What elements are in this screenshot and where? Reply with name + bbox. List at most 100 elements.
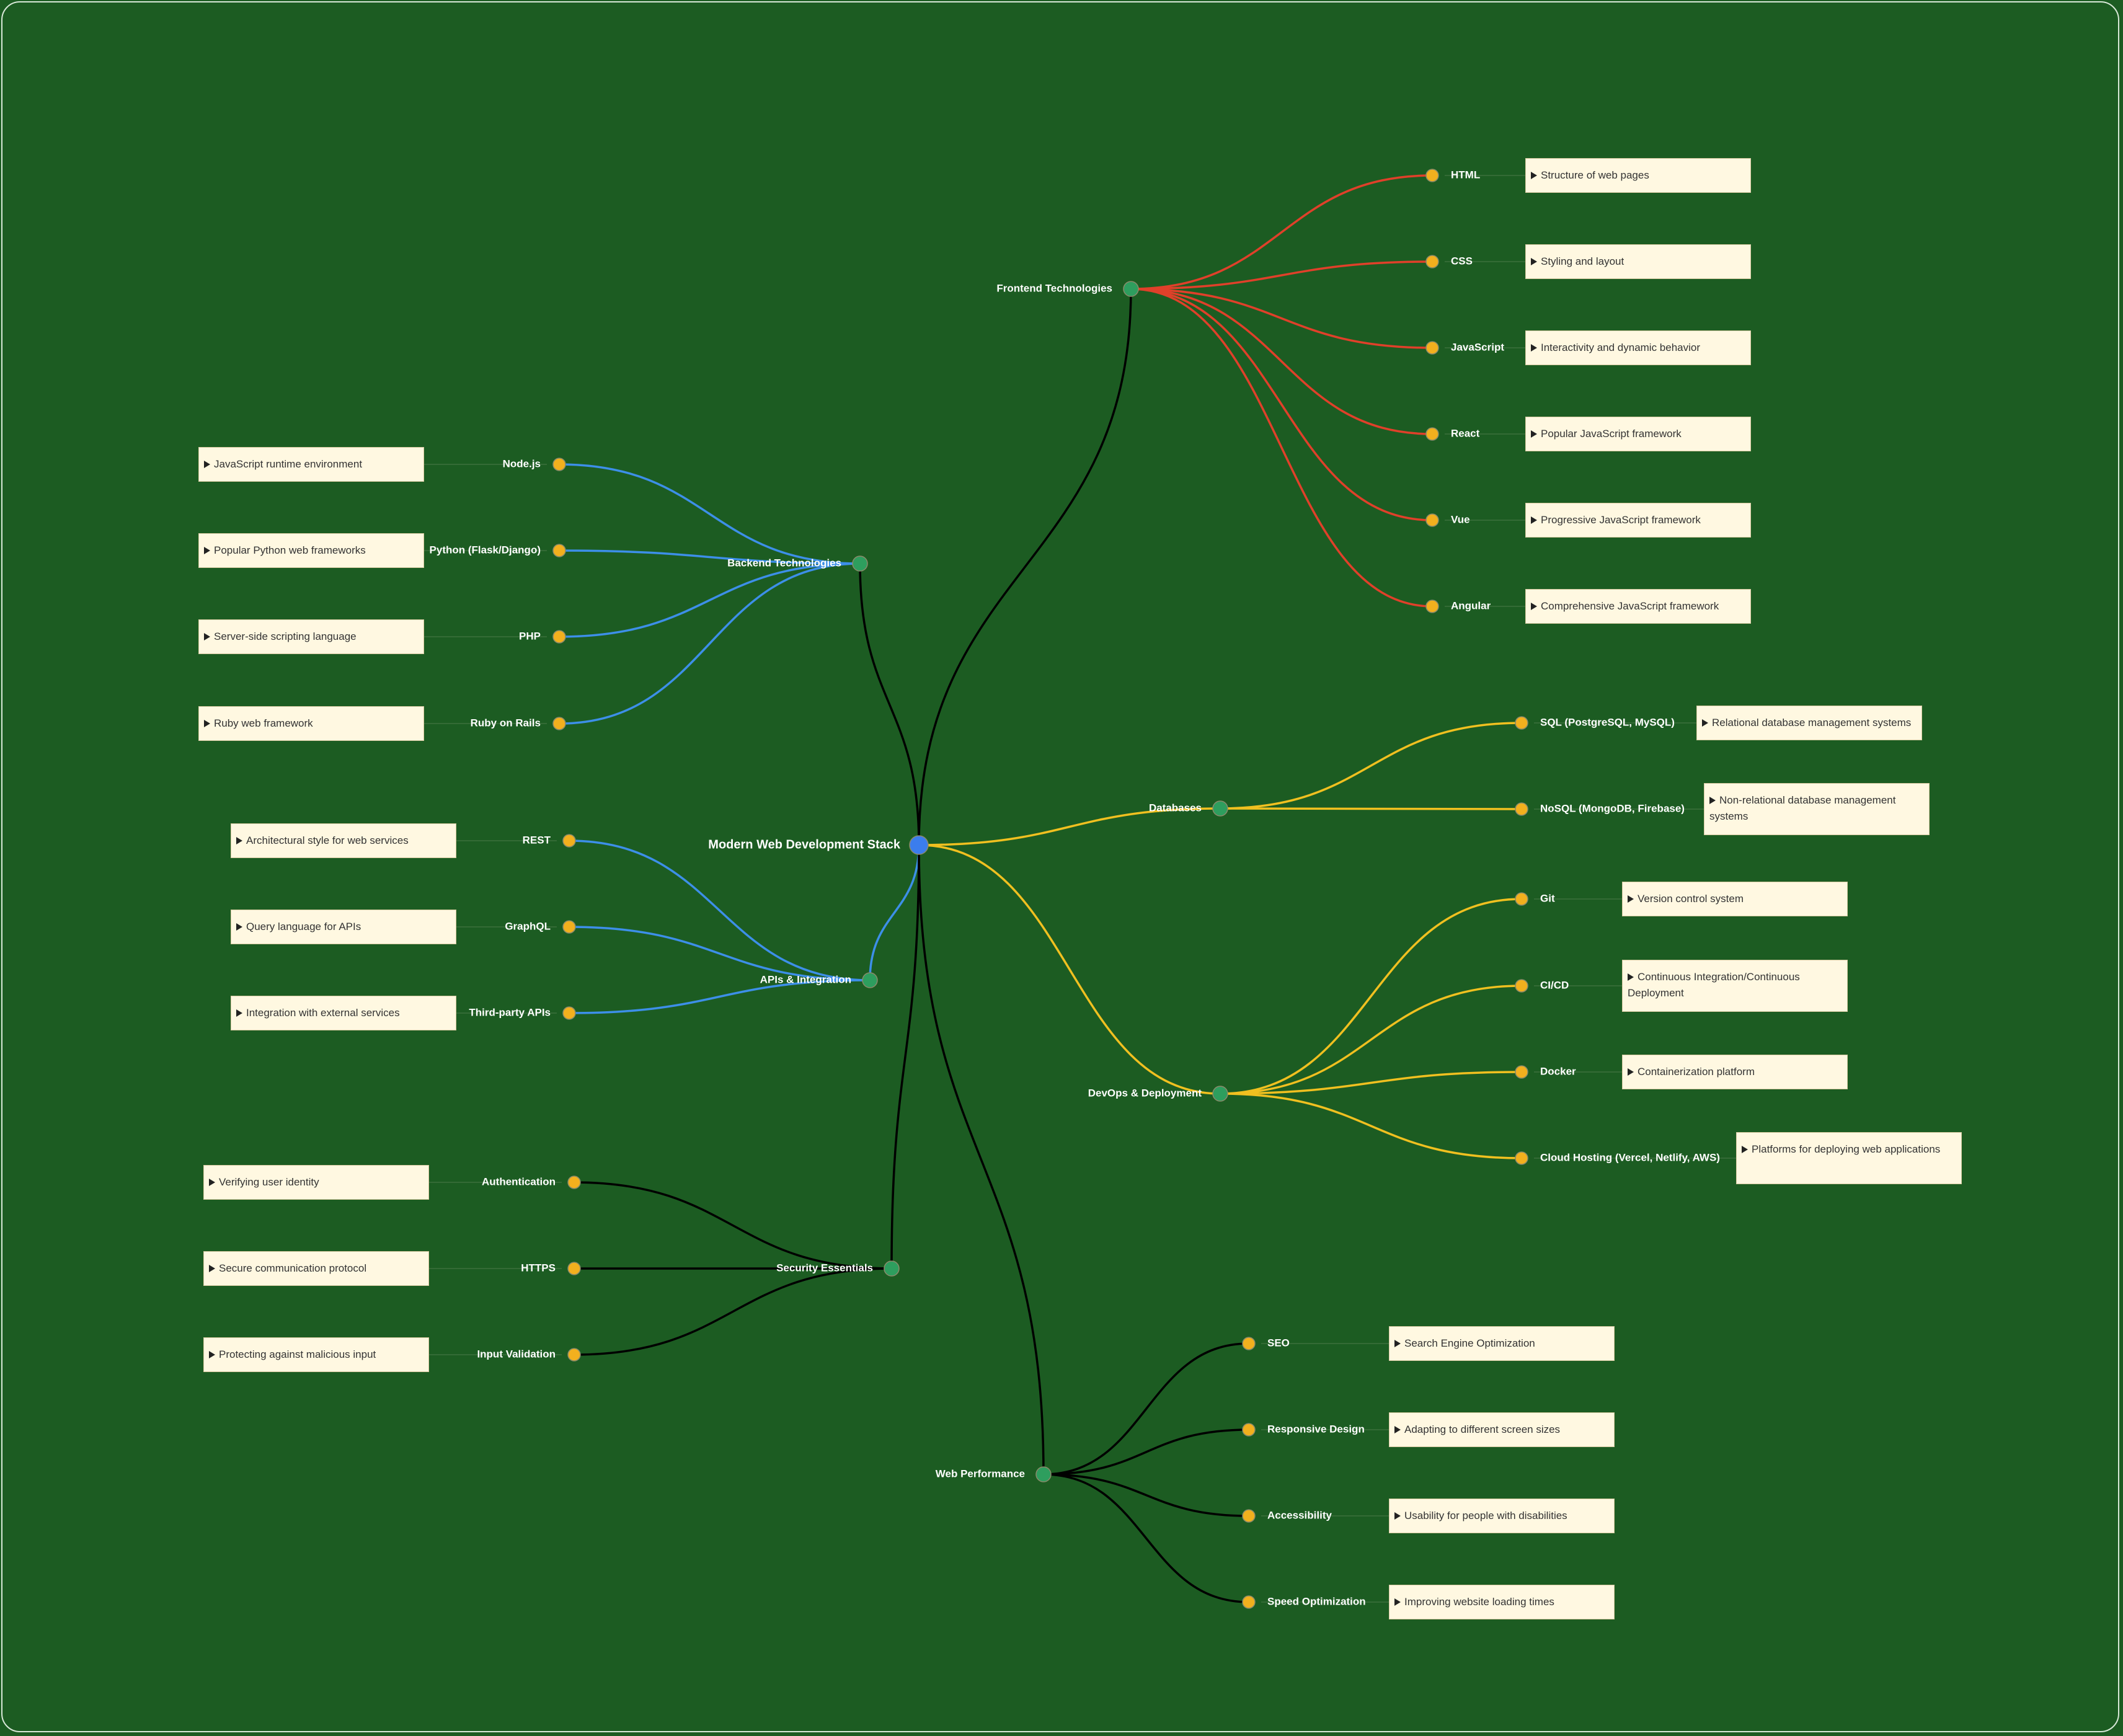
note-box[interactable]: Ruby web framework — [198, 706, 424, 741]
leaf-node-dot[interactable] — [567, 1262, 581, 1275]
expand-triangle-icon[interactable] — [1394, 1512, 1401, 1520]
leaf-node-dot[interactable] — [562, 920, 576, 934]
leaf-node-dot[interactable] — [552, 458, 566, 471]
leaf-label: React — [1451, 427, 1480, 439]
note-box[interactable]: Adapting to different screen sizes — [1389, 1412, 1615, 1447]
branch-node-dot[interactable] — [1212, 800, 1228, 817]
note-box[interactable]: Improving website loading times — [1389, 1585, 1615, 1619]
leaf-node-dot[interactable] — [1242, 1595, 1256, 1609]
root-node-dot[interactable] — [909, 835, 929, 855]
branch-node-dot[interactable] — [1123, 281, 1139, 297]
note-box[interactable]: Styling and layout — [1525, 244, 1751, 279]
branch-node-dot[interactable] — [852, 556, 868, 572]
note-box[interactable]: Interactivity and dynamic behavior — [1525, 330, 1751, 365]
expand-triangle-icon[interactable] — [204, 461, 210, 468]
expand-triangle-icon[interactable] — [1531, 516, 1537, 524]
leaf-node-dot[interactable] — [1242, 1423, 1256, 1437]
note-box[interactable]: Progressive JavaScript framework — [1525, 503, 1751, 538]
expand-triangle-icon[interactable] — [1531, 258, 1537, 265]
note-box[interactable]: Verifying user identity — [203, 1165, 429, 1200]
note-box[interactable]: Query language for APIs — [231, 910, 456, 944]
expand-triangle-icon[interactable] — [1531, 172, 1537, 179]
note-box[interactable]: Usability for people with disabilities — [1389, 1499, 1615, 1533]
expand-triangle-icon[interactable] — [204, 720, 210, 727]
leaf-node-dot[interactable] — [552, 544, 566, 557]
leaf-node-dot[interactable] — [1425, 169, 1439, 182]
expand-triangle-icon[interactable] — [236, 837, 242, 844]
note-box[interactable]: JavaScript runtime environment — [198, 447, 424, 482]
leaf-node-dot[interactable] — [1425, 255, 1439, 268]
note-box[interactable]: Structure of web pages — [1525, 158, 1751, 193]
expand-triangle-icon[interactable] — [209, 1265, 215, 1272]
branch-node-dot[interactable] — [884, 1260, 900, 1277]
leaf-node-dot[interactable] — [1515, 1151, 1528, 1165]
note-box[interactable]: Architectural style for web services — [231, 823, 456, 858]
expand-triangle-icon[interactable] — [1394, 1426, 1401, 1433]
note-text: Verifying user identity — [219, 1176, 319, 1188]
leaf-node-dot[interactable] — [567, 1348, 581, 1362]
expand-triangle-icon[interactable] — [1531, 603, 1537, 610]
leaf-node-dot[interactable] — [1515, 979, 1528, 993]
expand-triangle-icon[interactable] — [1628, 895, 1634, 903]
branch-line — [1220, 807, 1522, 810]
note-box[interactable]: Search Engine Optimization — [1389, 1326, 1615, 1361]
leaf-node-dot[interactable] — [1425, 600, 1439, 613]
leaf-node-dot[interactable] — [562, 834, 576, 848]
expand-triangle-icon[interactable] — [1394, 1340, 1401, 1347]
leaf-label: SEO — [1267, 1337, 1290, 1348]
expand-triangle-icon[interactable] — [204, 547, 210, 554]
note-box[interactable]: Secure communication protocol — [203, 1251, 429, 1286]
note-box[interactable]: Popular JavaScript framework — [1525, 417, 1751, 451]
leaf-node-dot[interactable] — [1515, 892, 1528, 906]
note-box[interactable]: Protecting against malicious input — [203, 1337, 429, 1372]
leaf-node-dot[interactable] — [1515, 1065, 1528, 1079]
expand-triangle-icon[interactable] — [1742, 1146, 1748, 1153]
leaf-label: Git — [1540, 892, 1555, 904]
note-box[interactable]: Non-relational database management syste… — [1704, 783, 1930, 835]
leaf-node-dot[interactable] — [1242, 1337, 1256, 1350]
branch-line — [1130, 288, 1433, 608]
leaf-node-dot[interactable] — [1242, 1509, 1256, 1523]
note-text: Progressive JavaScript framework — [1541, 514, 1701, 526]
branch-label: Backend Technologies — [727, 557, 841, 569]
expand-triangle-icon[interactable] — [1531, 430, 1537, 438]
note-box[interactable]: Continuous Integration/Continuous Deploy… — [1622, 960, 1848, 1012]
note-text: Protecting against malicious input — [219, 1348, 376, 1360]
leaf-node-dot[interactable] — [1425, 427, 1439, 441]
expand-triangle-icon[interactable] — [1709, 797, 1716, 804]
expand-triangle-icon[interactable] — [1628, 1068, 1634, 1076]
branch-node-dot[interactable] — [1212, 1086, 1228, 1102]
note-box[interactable]: Version control system — [1622, 882, 1848, 916]
branch-line — [569, 926, 871, 981]
expand-triangle-icon[interactable] — [204, 633, 210, 640]
note-box[interactable]: Integration with external services — [231, 996, 456, 1030]
leaf-node-dot[interactable] — [552, 630, 566, 644]
note-text: Continuous Integration/Continuous Deploy… — [1628, 971, 1800, 999]
expand-triangle-icon[interactable] — [1628, 973, 1634, 981]
note-box[interactable]: Relational database management systems — [1696, 706, 1922, 740]
note-box[interactable]: Platforms for deploying web applications — [1736, 1132, 1962, 1184]
note-text: Server-side scripting language — [214, 631, 357, 642]
expand-triangle-icon[interactable] — [209, 1179, 215, 1186]
leaf-node-dot[interactable] — [1515, 716, 1528, 730]
leaf-node-dot[interactable] — [1515, 802, 1528, 816]
trunk-line — [918, 807, 1221, 846]
leaf-node-dot[interactable] — [1425, 341, 1439, 355]
expand-triangle-icon[interactable] — [209, 1351, 215, 1358]
note-box[interactable]: Comprehensive JavaScript framework — [1525, 589, 1751, 624]
note-box[interactable]: Popular Python web frameworks — [198, 533, 424, 568]
expand-triangle-icon[interactable] — [236, 1009, 242, 1017]
leaf-node-dot[interactable] — [567, 1176, 581, 1189]
branch-label: APIs & Integration — [760, 973, 851, 985]
branch-node-dot[interactable] — [1035, 1466, 1052, 1482]
expand-triangle-icon[interactable] — [236, 923, 242, 931]
leaf-node-dot[interactable] — [562, 1006, 576, 1020]
note-box[interactable]: Containerization platform — [1622, 1055, 1848, 1089]
leaf-node-dot[interactable] — [552, 717, 566, 730]
expand-triangle-icon[interactable] — [1394, 1598, 1401, 1606]
expand-triangle-icon[interactable] — [1531, 344, 1537, 352]
leaf-node-dot[interactable] — [1425, 513, 1439, 527]
expand-triangle-icon[interactable] — [1702, 719, 1708, 727]
note-box[interactable]: Server-side scripting language — [198, 619, 424, 654]
branch-node-dot[interactable] — [862, 972, 878, 988]
